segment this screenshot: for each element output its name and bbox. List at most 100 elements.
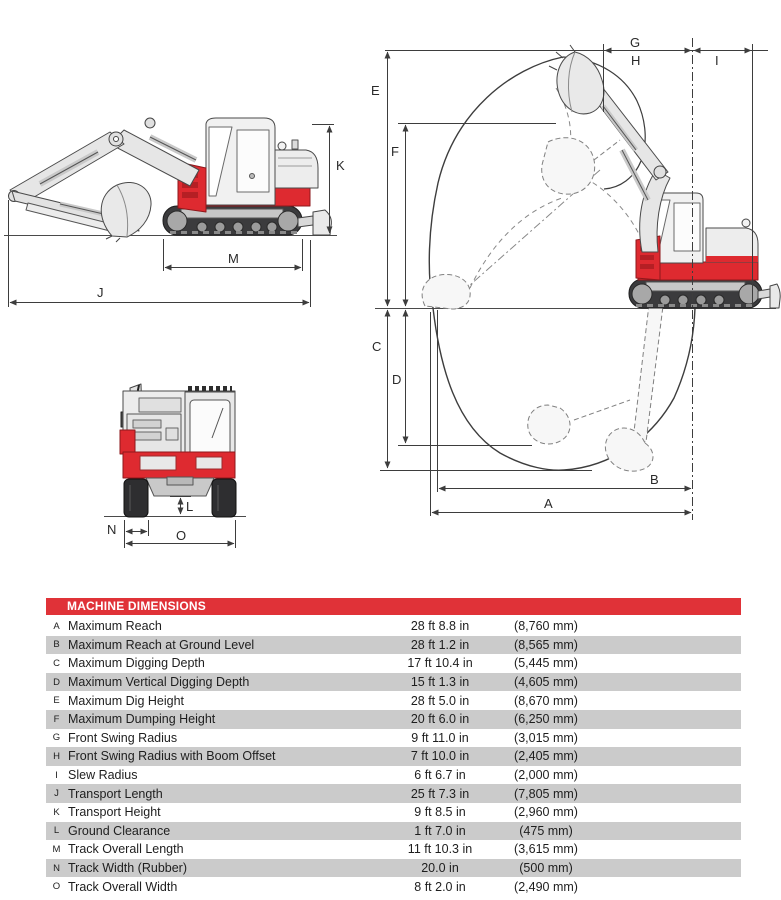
row-metric: (3,015 mm)	[514, 730, 578, 745]
ghost-arm-positions	[421, 137, 677, 472]
row-name: Maximum Vertical Digging Depth	[68, 675, 250, 690]
dim-label-k: K	[336, 158, 345, 173]
table-row: J Transport Length 25 ft 7.3 in (7,805 mm)	[46, 784, 741, 803]
row-metric: (8,670 mm)	[514, 693, 578, 708]
dim-O	[124, 520, 236, 548]
row-imperial: 9 ft 11.0 in	[411, 730, 469, 745]
row-metric: (2,405 mm)	[514, 749, 578, 764]
row-letter: G	[52, 732, 61, 744]
side-view-diagram: K M J	[4, 117, 345, 307]
row-name: Slew Radius	[68, 768, 138, 783]
row-metric: (2,000 mm)	[514, 768, 578, 783]
row-name: Transport Length	[68, 786, 163, 801]
row-letter: B	[53, 639, 60, 651]
dim-label-d: D	[392, 372, 401, 387]
row-imperial: 9 ft 8.5 in	[414, 805, 466, 820]
row-imperial: 20.0 in	[421, 861, 459, 876]
row-imperial: 11 ft 10.3 in	[407, 842, 473, 857]
row-letter: D	[53, 676, 60, 688]
row-metric: (8,565 mm)	[514, 637, 578, 652]
row-name: Transport Height	[68, 805, 161, 820]
dim-label-h: H	[631, 53, 640, 68]
table-row: D Maximum Vertical Digging Depth 15 ft 1.3…	[46, 672, 741, 692]
row-imperial: 28 ft 5.0 in	[410, 693, 470, 708]
row-name: Front Swing Radius with Boom Offset	[68, 749, 276, 764]
row-letter: I	[55, 769, 58, 781]
row-imperial: 20 ft 6.0 in	[410, 712, 470, 727]
row-letter: F	[53, 713, 60, 725]
row-letter: H	[53, 750, 60, 762]
row-letter: A	[53, 620, 60, 632]
table-row: M Track Overall Length 11 ft 10.3 in (3,615…	[46, 840, 741, 859]
dim-label-a: A	[544, 496, 553, 511]
table-header: MACHINE DIMENSIONS	[46, 598, 741, 615]
excavator-rear-illustration	[119, 383, 237, 518]
dimension-diagrams: K M J	[4, 35, 781, 548]
row-imperial: 6 ft 6.7 in	[414, 768, 466, 783]
row-letter: O	[52, 881, 61, 893]
row-name: Ground Clearance	[68, 823, 171, 838]
working-envelope-curve	[428, 56, 696, 471]
working-range-diagram: E F C D G H I B A	[371, 35, 781, 520]
row-letter: K	[53, 806, 60, 818]
dim-K	[312, 124, 334, 234]
dim-label-b: B	[650, 472, 659, 487]
dim-J	[8, 200, 311, 307]
dim-N	[124, 520, 149, 536]
dim-label-e: E	[371, 83, 380, 98]
row-imperial: 25 ft 7.3 in	[410, 786, 470, 801]
row-letter: N	[53, 862, 60, 874]
row-letter: M	[52, 843, 61, 855]
row-name: Track Overall Length	[68, 842, 184, 857]
row-imperial: 7 ft 10.0 in	[410, 749, 470, 764]
dim-label-f: F	[391, 144, 399, 159]
table-row: K Transport Height 9 ft 8.5 in (2,960 mm)	[46, 802, 741, 822]
row-imperial: 28 ft 8.8 in	[410, 619, 470, 634]
row-metric: (3,615 mm)	[514, 842, 578, 857]
dim-label-g: G	[630, 35, 640, 50]
row-imperial: 28 ft 1.2 in	[410, 637, 470, 652]
row-name: Maximum Reach at Ground Level	[68, 637, 255, 652]
row-metric: (4,605 mm)	[514, 675, 578, 690]
row-imperial: 17 ft 10.4 in	[407, 656, 473, 671]
dim-label-m: M	[228, 251, 239, 266]
dim-label-c: C	[372, 339, 381, 354]
dim-M	[163, 239, 303, 271]
rear-view-diagram: L N O	[104, 383, 246, 548]
row-letter: J	[54, 788, 59, 800]
row-letter: E	[53, 695, 60, 707]
row-metric: (6,250 mm)	[514, 712, 578, 727]
excavator-side-illustration	[8, 117, 332, 243]
row-name: Maximum Dig Height	[68, 693, 185, 708]
row-metric: (2,490 mm)	[514, 879, 578, 894]
row-name: Track Overall Width	[68, 879, 178, 894]
row-name: Maximum Digging Depth	[68, 656, 205, 671]
table-row: F Maximum Dumping Height 20 ft 6.0 in (6,25…	[46, 709, 741, 729]
dozer-blade	[312, 209, 332, 236]
dim-L	[170, 496, 191, 515]
dim-label-o: O	[176, 528, 186, 543]
table-row: H Front Swing Radius with Boom Offset 7 ft…	[46, 747, 741, 766]
row-metric: (7,805 mm)	[514, 786, 578, 801]
table-row: O Track Overall Width 8 ft 2.0 in (2,490 mm…	[46, 877, 741, 896]
row-imperial: 15 ft 1.3 in	[410, 675, 470, 690]
row-letter: C	[53, 657, 60, 669]
row-metric: (8,760 mm)	[514, 619, 578, 634]
row-imperial: 1 ft 7.0 in	[414, 823, 466, 838]
row-imperial: 8 ft 2.0 in	[414, 879, 466, 894]
dim-label-i: I	[715, 53, 719, 68]
dim-label-n: N	[107, 522, 116, 537]
dim-lines-right	[380, 38, 753, 520]
dim-label-j: J	[97, 285, 104, 300]
row-name: Maximum Dumping Height	[68, 712, 216, 727]
dim-label-l: L	[186, 499, 193, 514]
row-metric: (2,960 mm)	[514, 805, 578, 820]
